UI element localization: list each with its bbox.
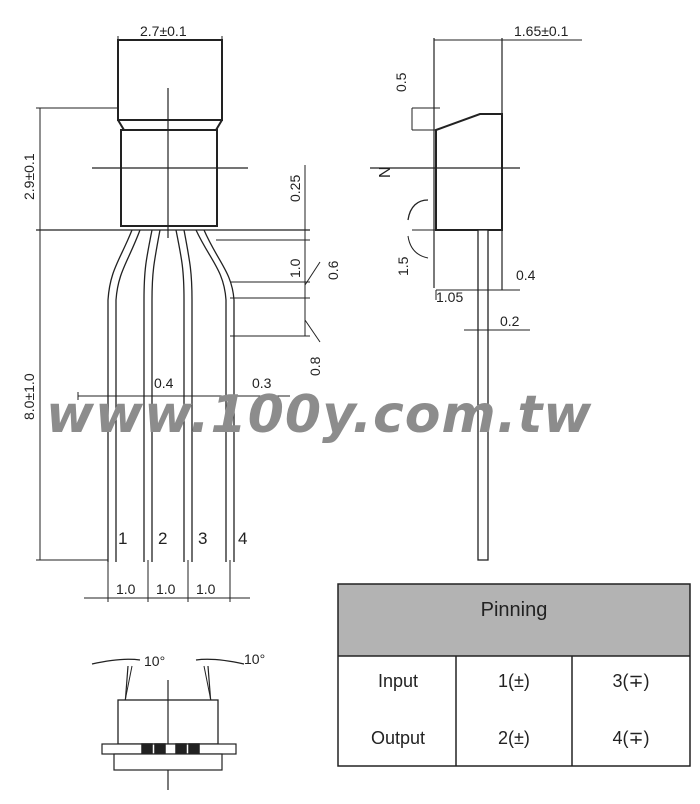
dim-front-025: 0.25 bbox=[287, 175, 303, 202]
pinning-table-header-bg bbox=[338, 584, 690, 656]
dim-pitch-1: 1.0 bbox=[116, 581, 136, 597]
pin-number-4: 4 bbox=[238, 529, 247, 548]
watermark: www.100y.com.tw bbox=[46, 385, 592, 445]
dim-lead-03: 0.3 bbox=[252, 375, 272, 391]
dim-front-08: 0.8 bbox=[307, 356, 323, 376]
row-label-output: Output bbox=[371, 728, 425, 748]
dim-front-10v: 1.0 bbox=[287, 258, 303, 278]
dim-side-02: 0.2 bbox=[500, 313, 520, 329]
row-output-a: 2(±) bbox=[498, 728, 530, 748]
pinning-table-title: Pinning bbox=[481, 599, 548, 621]
pin-number-1: 1 bbox=[118, 529, 127, 548]
dim-side-flange: 1.5 bbox=[395, 256, 411, 276]
dim-lead-04: 0.4 bbox=[154, 375, 174, 391]
dim-side-top: 0.5 bbox=[393, 72, 409, 92]
dim-front-06: 0.6 bbox=[325, 260, 341, 280]
pinning-table: Pinning Input 1(±) 3(∓) Output 2(±) 4(∓) bbox=[337, 583, 691, 767]
row-output-b: 4(∓) bbox=[612, 728, 649, 748]
front-view bbox=[36, 36, 321, 602]
dim-side-n: N bbox=[377, 166, 394, 178]
dim-side-width: 1.65±0.1 bbox=[514, 23, 569, 39]
row-label-input: Input bbox=[378, 671, 418, 691]
row-input-a: 1(±) bbox=[498, 671, 530, 691]
dim-angle-left: 10° bbox=[144, 653, 165, 669]
side-view bbox=[370, 38, 582, 561]
dim-pitch-3: 1.0 bbox=[196, 581, 216, 597]
pin-number-2: 2 bbox=[158, 529, 167, 548]
end-view bbox=[91, 658, 245, 790]
dim-side-105: 1.05 bbox=[436, 289, 463, 305]
pin-number-3: 3 bbox=[198, 529, 207, 548]
dim-top-width: 2.7±0.1 bbox=[140, 23, 187, 39]
dim-body-height: 2.9±0.1 bbox=[21, 153, 37, 200]
dim-angle-right: 10° bbox=[244, 651, 265, 667]
dim-side-04: 0.4 bbox=[516, 267, 536, 283]
dim-total-length: 8.0±1.0 bbox=[21, 373, 37, 420]
dim-pitch-2: 1.0 bbox=[156, 581, 176, 597]
row-input-b: 3(∓) bbox=[612, 671, 649, 691]
